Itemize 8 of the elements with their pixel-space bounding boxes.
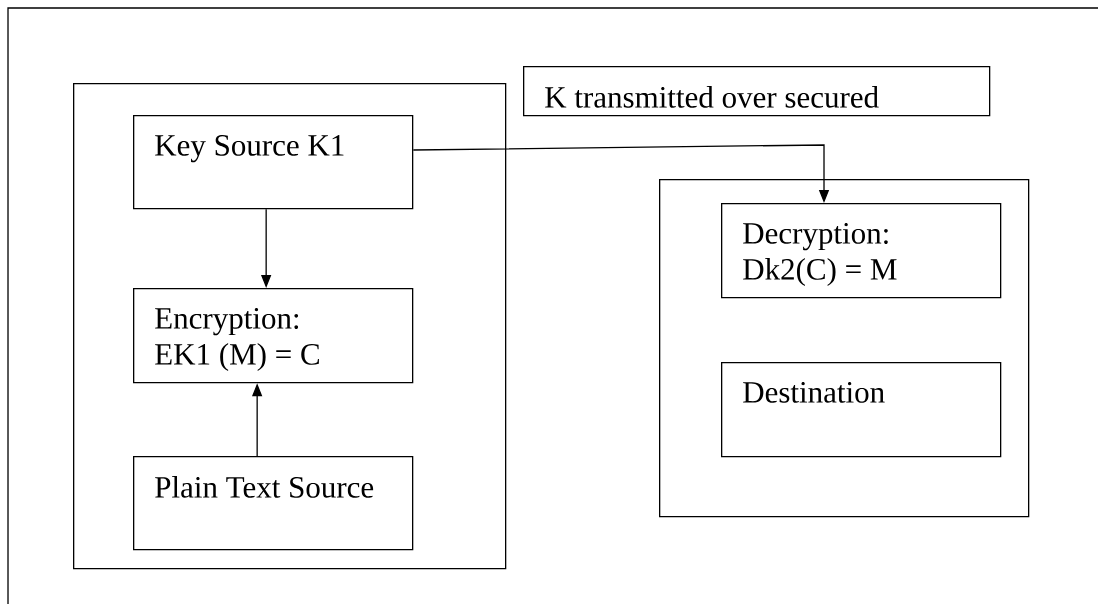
- process-box: Key Source K1: [133, 115, 414, 210]
- process-box: Decryption: Dk2(C) = M: [721, 203, 1002, 299]
- group-box: [73, 83, 507, 570]
- process-box: Destination: [721, 362, 1002, 458]
- process-box: Plain Text Source: [133, 456, 414, 551]
- text-box: K transmitted over secured: [523, 66, 991, 117]
- group-box: [659, 179, 1030, 518]
- process-box: Encryption: EK1 (M) = C: [133, 288, 414, 384]
